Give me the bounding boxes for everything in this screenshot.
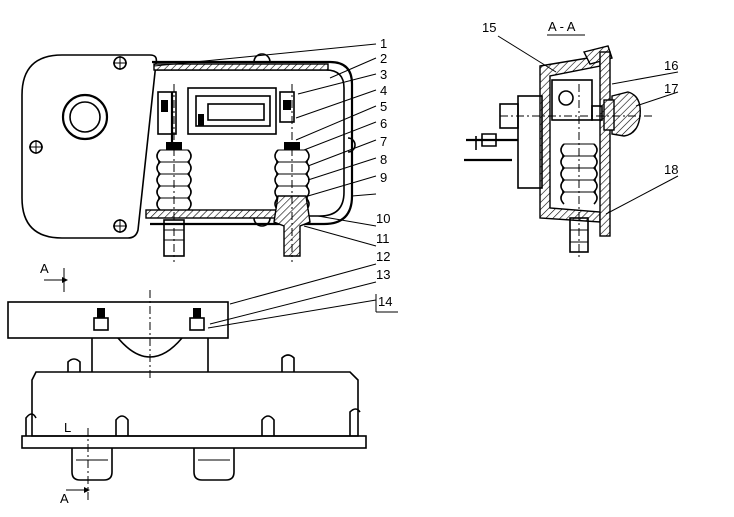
side-base bbox=[21, 435, 367, 449]
plate-hole bbox=[61, 93, 109, 141]
callout-13: 13 bbox=[376, 267, 390, 282]
side-view: A bbox=[7, 261, 367, 506]
callout-17: 17 bbox=[664, 81, 678, 96]
section-arrow-bottom-label: A bbox=[60, 491, 69, 506]
section-switch bbox=[551, 79, 593, 121]
callout-2: 2 bbox=[380, 51, 387, 66]
screw-bottom-left bbox=[113, 219, 127, 233]
side-lugs bbox=[25, 408, 361, 436]
section-arrow-top-label: A bbox=[40, 261, 49, 276]
callout-labels: 1 2 3 4 5 6 7 8 9 10 11 12 13 14 15 16 1… bbox=[376, 20, 678, 309]
side-studs bbox=[67, 354, 295, 372]
callout-3: 3 bbox=[380, 67, 387, 82]
section-switch-pin bbox=[558, 90, 574, 106]
left-bracket bbox=[157, 91, 177, 135]
right-fitting bbox=[273, 195, 311, 257]
side-fitting-left bbox=[71, 448, 113, 481]
side-fitting-right bbox=[193, 448, 235, 481]
mounting-plate bbox=[21, 54, 158, 239]
front-view bbox=[21, 53, 356, 262]
cable-gland bbox=[611, 91, 641, 137]
section-housing bbox=[539, 55, 601, 223]
callout-18: 18 bbox=[664, 162, 678, 177]
section-title: A - A bbox=[548, 19, 576, 34]
side-top-plate bbox=[7, 301, 229, 339]
micro-switch-window bbox=[195, 95, 271, 127]
side-bolt-left bbox=[93, 308, 109, 331]
section-terminal bbox=[591, 105, 603, 121]
callout-7: 7 bbox=[380, 134, 387, 149]
micro-switch-lever bbox=[198, 114, 204, 126]
side-bolt-right bbox=[189, 308, 205, 331]
plate-hole-inner bbox=[69, 101, 101, 133]
leader-lines bbox=[153, 35, 679, 329]
callout-1: 1 bbox=[380, 36, 387, 51]
screw-top-left bbox=[113, 56, 127, 70]
callout-12: 12 bbox=[376, 249, 390, 264]
side-body bbox=[31, 371, 359, 437]
right-bracket bbox=[279, 91, 295, 123]
callout-4: 4 bbox=[380, 83, 387, 98]
section-wall-plate bbox=[599, 51, 611, 237]
right-contact bbox=[283, 100, 291, 110]
callout-15: 15 bbox=[482, 20, 496, 35]
left-contact bbox=[161, 100, 168, 112]
callout-14: 14 bbox=[378, 294, 392, 309]
housing-cover-inner bbox=[154, 69, 345, 217]
callout-11: 11 bbox=[376, 231, 390, 246]
base-screw bbox=[253, 217, 271, 227]
callout-9: 9 bbox=[380, 170, 387, 185]
section-bracket bbox=[517, 95, 543, 189]
callout-8: 8 bbox=[380, 152, 387, 167]
section-a-a: A - A bbox=[464, 19, 652, 258]
callout-16: 16 bbox=[664, 58, 678, 73]
section-nut bbox=[481, 133, 497, 147]
dimension-letter: L bbox=[64, 420, 71, 435]
micro-switch-button bbox=[207, 103, 265, 121]
side-screw bbox=[347, 137, 356, 153]
cover-screw-top bbox=[253, 53, 271, 63]
callout-10: 10 bbox=[376, 211, 390, 226]
callout-5: 5 bbox=[380, 99, 387, 114]
callout-6: 6 bbox=[380, 116, 387, 131]
screw-left bbox=[29, 140, 43, 154]
side-neck bbox=[91, 338, 209, 372]
micro-switch-body bbox=[187, 87, 277, 135]
cover-top-bar bbox=[153, 63, 329, 71]
gland-nut bbox=[603, 99, 615, 131]
